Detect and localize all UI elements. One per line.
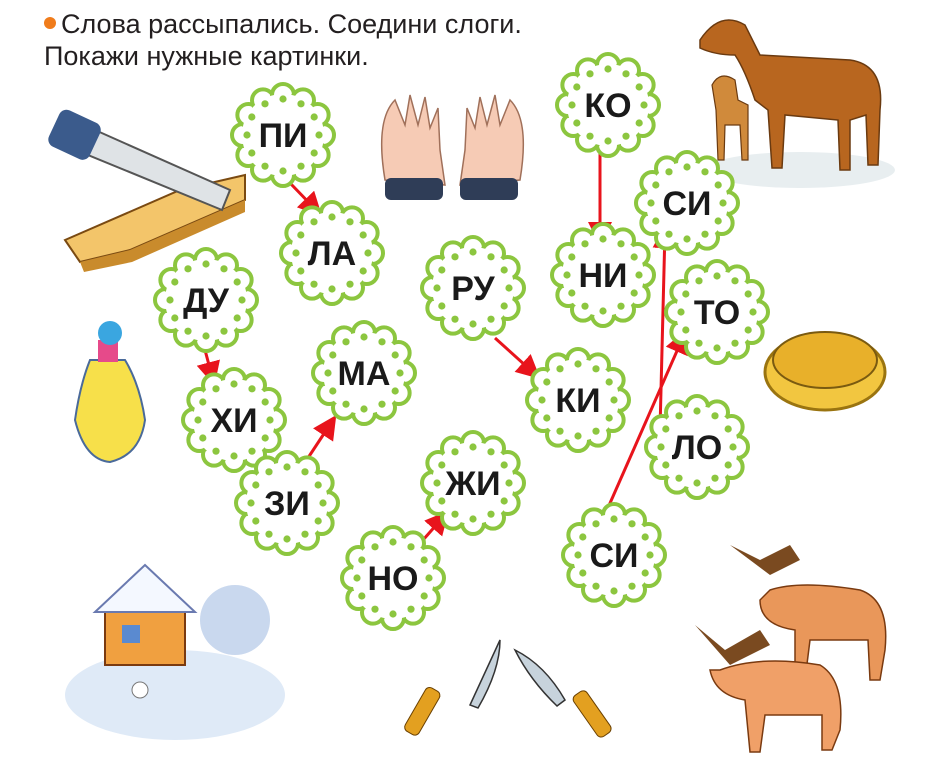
syllable-flower[interactable]: ЛО (644, 394, 750, 500)
syllable-flowers: ПИ ЛА ДУ ХИ МА ЗИ РУ КИ ЖИ НО КО НИ СИ ТО ЛО СИ (153, 52, 770, 631)
syllable-flower[interactable]: ТО (664, 259, 770, 365)
syllable-label: РУ (451, 270, 495, 308)
syllable-flower[interactable]: НИ (550, 222, 656, 328)
task-instructions: Слова рассыпались. Соедини слоги. Покажи… (44, 8, 522, 72)
horses-picture[interactable] (699, 19, 895, 188)
syllable-label: ДУ (183, 282, 230, 320)
syllable-flower[interactable]: ЛА (279, 200, 385, 306)
syllable-flower[interactable]: РУ (420, 235, 526, 341)
syllable-label: ЖИ (444, 465, 500, 503)
syllable-flower[interactable]: СИ (634, 150, 740, 256)
winter-house-picture[interactable] (65, 563, 285, 740)
syllable-label: НО (368, 560, 419, 598)
moose-picture[interactable] (695, 545, 887, 753)
syllable-label: НИ (579, 257, 628, 295)
syllable-flower[interactable]: ДУ (153, 247, 259, 353)
perfume-bottle-picture[interactable] (73, 321, 147, 464)
bullet-icon (44, 16, 56, 29)
syllable-flower[interactable]: ЖИ (420, 430, 526, 536)
syllable-flower[interactable]: НО (340, 525, 446, 631)
syllable-flower[interactable]: КИ (525, 347, 631, 453)
knives-picture[interactable] (403, 639, 613, 739)
syllable-flower[interactable]: ХИ (181, 367, 287, 473)
syllable-label: ЛО (672, 429, 722, 467)
syllable-flower[interactable]: ЗИ (234, 450, 340, 556)
syllable-label: СИ (663, 185, 712, 223)
syllable-flower[interactable]: СИ (561, 502, 667, 608)
syllable-label: ХИ (210, 402, 257, 440)
sieve-picture[interactable] (763, 331, 887, 412)
syllable-label: ЗИ (264, 485, 310, 523)
syllable-flower[interactable]: ПИ (230, 82, 336, 188)
connection-arrow (493, 336, 541, 380)
task-line-1: Слова рассыпались. Соедини слоги. (61, 9, 522, 39)
syllable-label: КО (584, 87, 631, 125)
syllable-label: ТО (694, 294, 740, 332)
syllable-label: КИ (555, 382, 600, 420)
syllable-flower[interactable]: МА (311, 320, 417, 426)
syllable-label: ПИ (259, 117, 308, 155)
saw-and-plank-picture[interactable] (46, 107, 246, 272)
task-line-2: Покажи нужные картинки. (44, 41, 369, 71)
syllable-label: СИ (590, 537, 639, 575)
connection-arrow (652, 224, 677, 431)
hands-picture[interactable] (380, 94, 525, 200)
syllable-label: МА (338, 355, 391, 393)
syllable-flower[interactable]: КО (555, 52, 661, 158)
syllable-label: ЛА (308, 235, 356, 273)
connection-arrow (605, 329, 688, 511)
